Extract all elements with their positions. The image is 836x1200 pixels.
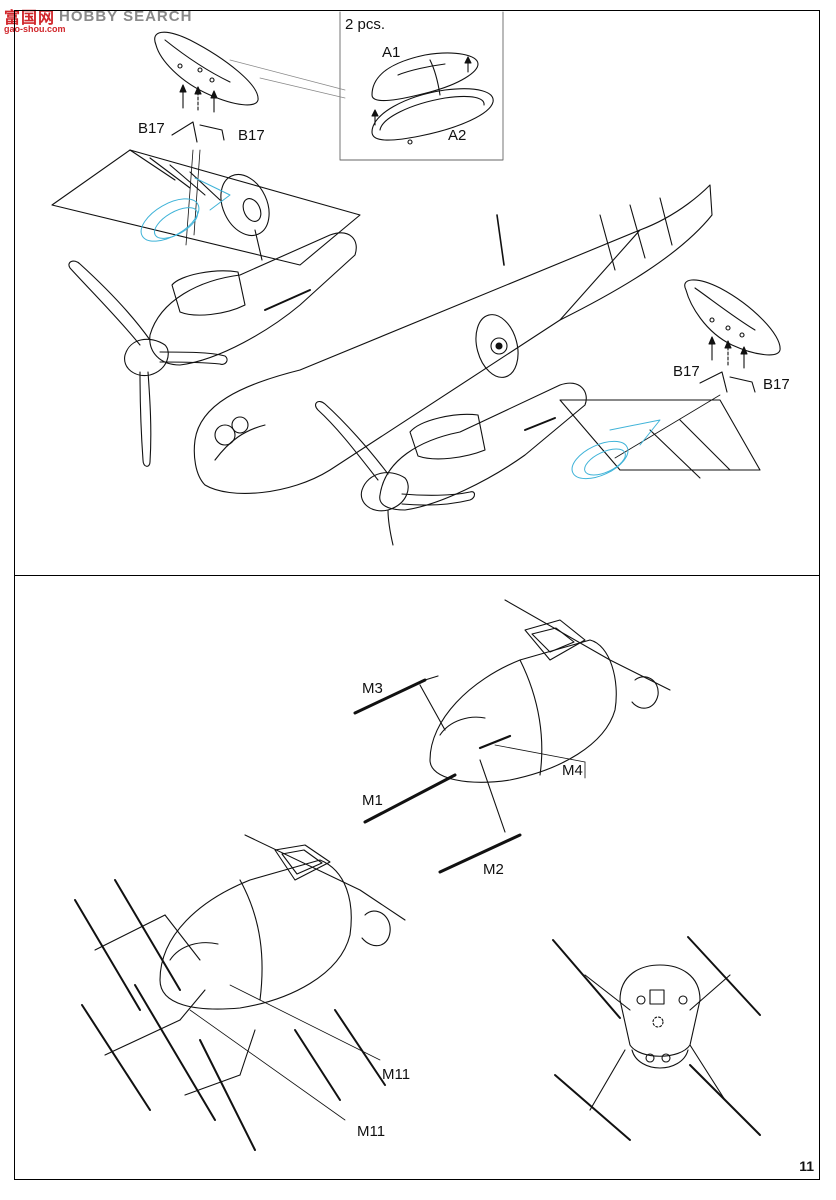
watermark-site: HOBBY SEARCH bbox=[59, 7, 193, 25]
nose-view-m-parts bbox=[353, 599, 671, 874]
part-label-b17-right-b: B17 bbox=[763, 376, 790, 393]
watermark: 富国网 HOBBY SEARCH bbox=[4, 4, 192, 28]
aircraft-top bbox=[51, 149, 761, 546]
nose-view-m11 bbox=[74, 834, 406, 1151]
part-label-a2: A2 bbox=[448, 127, 467, 144]
inset-quantity-label: 2 pcs. bbox=[345, 16, 386, 33]
page-number: 11 bbox=[799, 1158, 814, 1174]
page-frame bbox=[14, 10, 820, 1180]
step-divider bbox=[14, 575, 820, 576]
watermark-logo: 富国网 bbox=[4, 8, 56, 27]
part-label-b17-left-b: B17 bbox=[238, 127, 265, 144]
part-label-m11-b: M11 bbox=[357, 1123, 386, 1140]
part-label-m2: M2 bbox=[483, 861, 504, 878]
part-label-m1: M1 bbox=[362, 792, 383, 809]
part-label-m11-a: M11 bbox=[382, 1066, 411, 1083]
inset-box bbox=[229, 11, 504, 161]
part-label-m3: M3 bbox=[362, 680, 383, 697]
front-view bbox=[552, 936, 761, 1141]
cover-top-right bbox=[614, 279, 781, 459]
cover-top-left bbox=[154, 31, 259, 246]
part-label-b17-right-a: B17 bbox=[673, 363, 700, 380]
part-label-m4: M4 bbox=[562, 762, 583, 779]
part-label-a1: A1 bbox=[382, 44, 401, 61]
watermark-url: gao-shou.com bbox=[4, 24, 66, 34]
part-label-b17-left-a: B17 bbox=[138, 120, 165, 137]
